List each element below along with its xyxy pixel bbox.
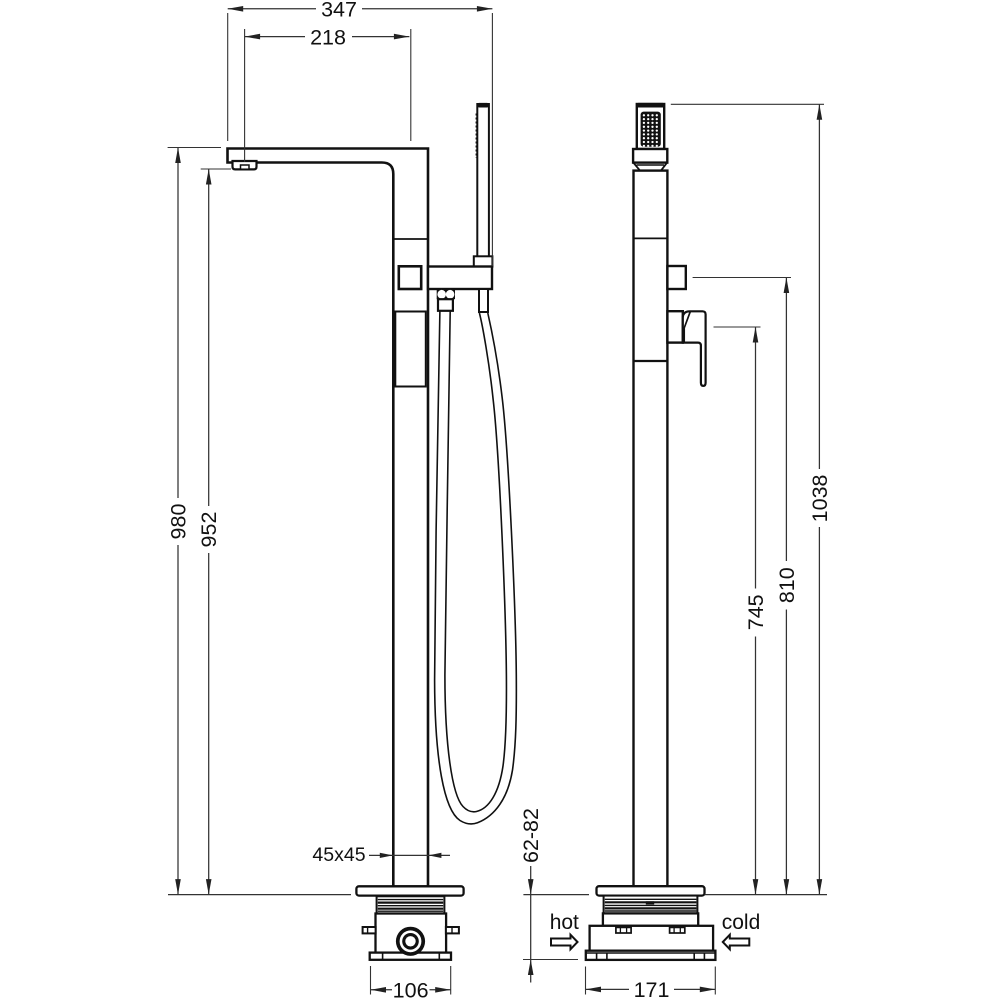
- svg-text:171: 171: [634, 978, 670, 1000]
- svg-text:952: 952: [197, 512, 221, 548]
- svg-text:106: 106: [393, 978, 429, 1000]
- svg-text:745: 745: [744, 594, 768, 630]
- svg-text:347: 347: [321, 0, 357, 22]
- svg-text:218: 218: [310, 25, 346, 49]
- svg-text:62-82: 62-82: [519, 808, 543, 863]
- svg-text:hot: hot: [550, 911, 579, 934]
- svg-text:45x45: 45x45: [312, 844, 365, 866]
- svg-text:1038: 1038: [808, 474, 832, 522]
- svg-text:cold: cold: [722, 911, 761, 934]
- svg-text:980: 980: [167, 504, 191, 540]
- svg-text:810: 810: [775, 567, 799, 603]
